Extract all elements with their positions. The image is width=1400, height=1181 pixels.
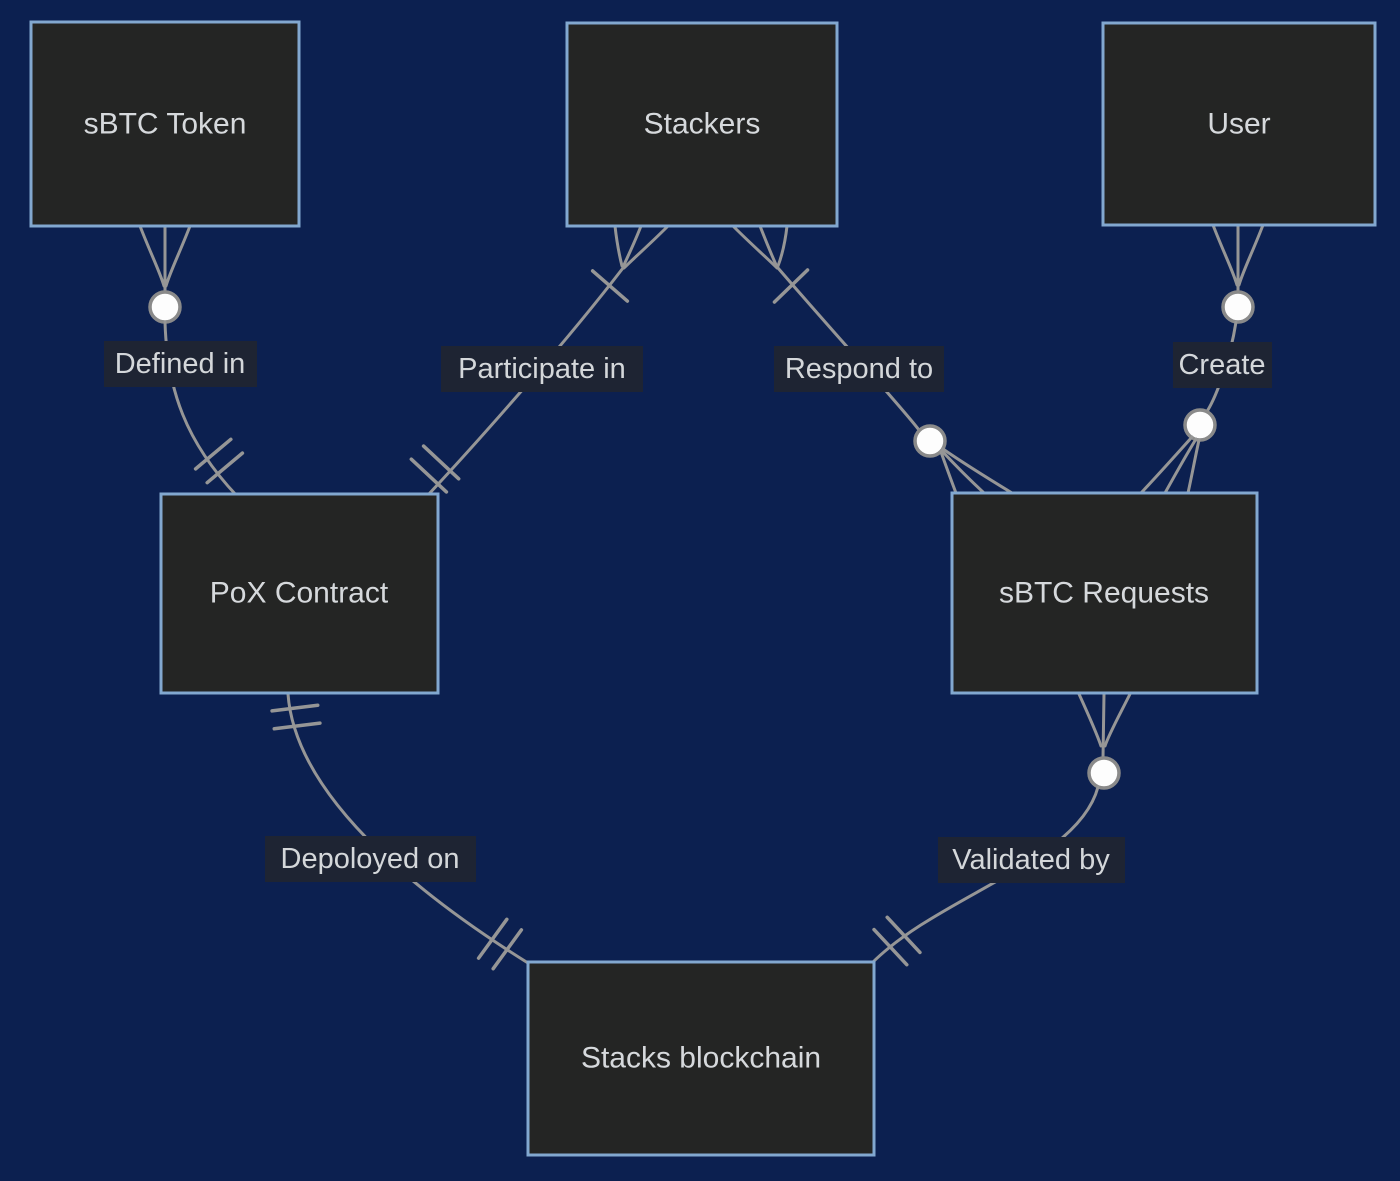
entity-pox-contract: PoX Contract	[159, 492, 440, 695]
relationship-label-bg	[774, 346, 944, 392]
exactly-one-marker	[872, 915, 922, 967]
zero-circle-marker	[1087, 756, 1121, 790]
entity-label: sBTC Token	[84, 108, 247, 141]
entity-box	[950, 491, 1259, 695]
relationship-label-bg	[104, 341, 257, 387]
entity-box	[159, 492, 440, 695]
entity-box	[1101, 21, 1377, 227]
crowfoot-marker	[939, 447, 1014, 495]
entity-label: Stacks blockchain	[581, 1042, 821, 1075]
relationship-label-respond-to: Respond to	[774, 346, 944, 392]
zero-circle-marker	[148, 290, 182, 324]
relationship-label-validated-by: Validated by	[938, 837, 1125, 883]
relationship-label-text: Respond to	[785, 353, 933, 385]
entity-box	[29, 20, 301, 228]
relationship-label-bg	[938, 837, 1125, 883]
exactly-one-marker	[476, 917, 524, 971]
edge-depoloyed-on	[270, 692, 530, 971]
exactly-one-marker	[409, 444, 461, 494]
relationship-label-participate-in: Participate in	[441, 346, 643, 392]
relationship-label-bg	[265, 836, 476, 882]
crowfoot-marker	[1211, 223, 1265, 294]
relationship-label-text: Defined in	[115, 348, 246, 380]
crowfoot-marker	[1139, 435, 1201, 495]
edge-validated-by	[870, 692, 1132, 967]
relationship-label-defined-in: Defined in	[104, 341, 257, 387]
entity-sbtc-token: sBTC Token	[29, 20, 301, 228]
edge-respond-to	[731, 224, 1014, 495]
entity-label: Stackers	[644, 108, 761, 141]
entity-box	[565, 21, 839, 228]
relationship-label-text: Create	[1178, 349, 1265, 381]
entity-sbtc-requests: sBTC Requests	[950, 491, 1259, 695]
crowfoot-marker	[731, 224, 789, 270]
relationship-label-bg	[441, 346, 643, 392]
entity-stacks-blockchain: Stacks blockchain	[526, 960, 876, 1157]
exactly-one-marker	[270, 703, 322, 731]
relationship-label-bg	[1173, 342, 1272, 388]
entity-label: PoX Contract	[210, 577, 389, 610]
entity-stackers: Stackers	[565, 21, 839, 228]
relationship-label-text: Participate in	[458, 353, 626, 385]
edge-participate-in	[409, 224, 670, 497]
entity-label: User	[1207, 108, 1270, 141]
relationship-label-text: Depoloyed on	[281, 843, 460, 875]
relationship-label-create: Create	[1173, 342, 1272, 388]
entity-label: sBTC Requests	[999, 577, 1209, 610]
relationship-label-depoloyed-on: Depoloyed on	[265, 836, 476, 882]
crowfoot-marker	[1077, 692, 1132, 760]
zero-circle-marker	[1221, 290, 1255, 324]
one-tick-marker	[772, 268, 810, 304]
crowfoot-marker	[613, 224, 670, 270]
entity-box	[526, 960, 876, 1157]
exactly-one-marker	[193, 437, 245, 485]
zero-circle-marker	[1183, 408, 1217, 442]
crowfoot-marker	[138, 224, 192, 294]
entity-user: User	[1101, 21, 1377, 227]
relationship-label-text: Validated by	[952, 844, 1110, 876]
zero-circle-marker	[913, 424, 947, 458]
